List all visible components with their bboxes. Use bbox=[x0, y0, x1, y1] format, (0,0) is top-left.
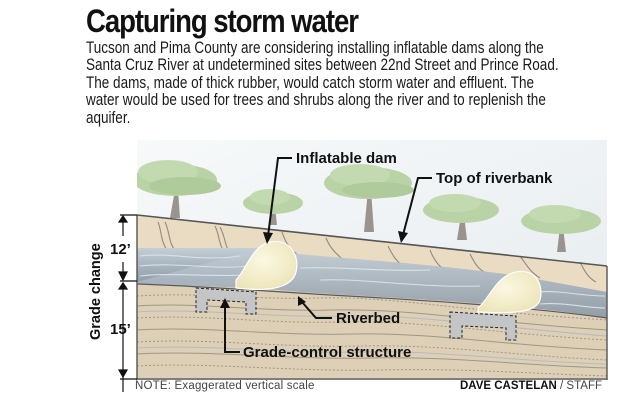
grade-control-structure-icon bbox=[449, 311, 517, 341]
credit-role: / STAFF bbox=[556, 380, 602, 392]
tree-icon bbox=[423, 194, 499, 240]
intro-paragraph: Tucson and Pima County are considering i… bbox=[86, 39, 604, 127]
scale-note: NOTE: Exaggerated vertical scale bbox=[135, 380, 315, 392]
tree-icon bbox=[324, 164, 414, 232]
top-of-riverbank-label: Top of riverbank bbox=[436, 170, 553, 187]
riverbed-label: Riverbed bbox=[336, 310, 400, 327]
inflatable-dam-callout bbox=[267, 157, 292, 237]
upper-grade-measure: 12’ bbox=[110, 241, 131, 258]
credit-name: DAVE CASTELAN bbox=[459, 380, 557, 392]
grade-change-scale bbox=[117, 214, 137, 392]
intro-line: Tucson and Pima County are considering i… bbox=[86, 39, 544, 57]
intro-line: Santa Cruz River at undetermined sites b… bbox=[86, 56, 559, 75]
tree-icon bbox=[243, 189, 303, 225]
page-title: Capturing storm water bbox=[86, 3, 359, 39]
inflatable-dam-icon bbox=[477, 270, 542, 314]
riverbed-callout bbox=[301, 301, 332, 319]
inflatable-dam-label: Inflatable dam bbox=[296, 150, 397, 167]
tree-icon bbox=[137, 160, 221, 218]
lower-grade-measure: 15’ bbox=[110, 321, 131, 338]
grade-control-structure-label: Grade-control structure bbox=[243, 344, 411, 361]
grade-control-structure-icon bbox=[195, 287, 257, 315]
top-of-riverbank-callout bbox=[402, 177, 432, 236]
grade-change-axis-label: Grade change bbox=[88, 243, 104, 340]
inflatable-dam-icon bbox=[235, 240, 298, 291]
intro-line: aquifer. bbox=[86, 108, 131, 127]
credit-line: DAVE CASTELAN / STAFF bbox=[460, 380, 602, 392]
grade-control-callout bbox=[224, 305, 240, 353]
tree-icon bbox=[521, 205, 601, 252]
intro-line: The dams, made of thick rubber, would ca… bbox=[86, 73, 535, 92]
top-of-riverbank-line bbox=[137, 214, 607, 267]
intro-line: water would be used for trees and shrubs… bbox=[86, 91, 546, 110]
